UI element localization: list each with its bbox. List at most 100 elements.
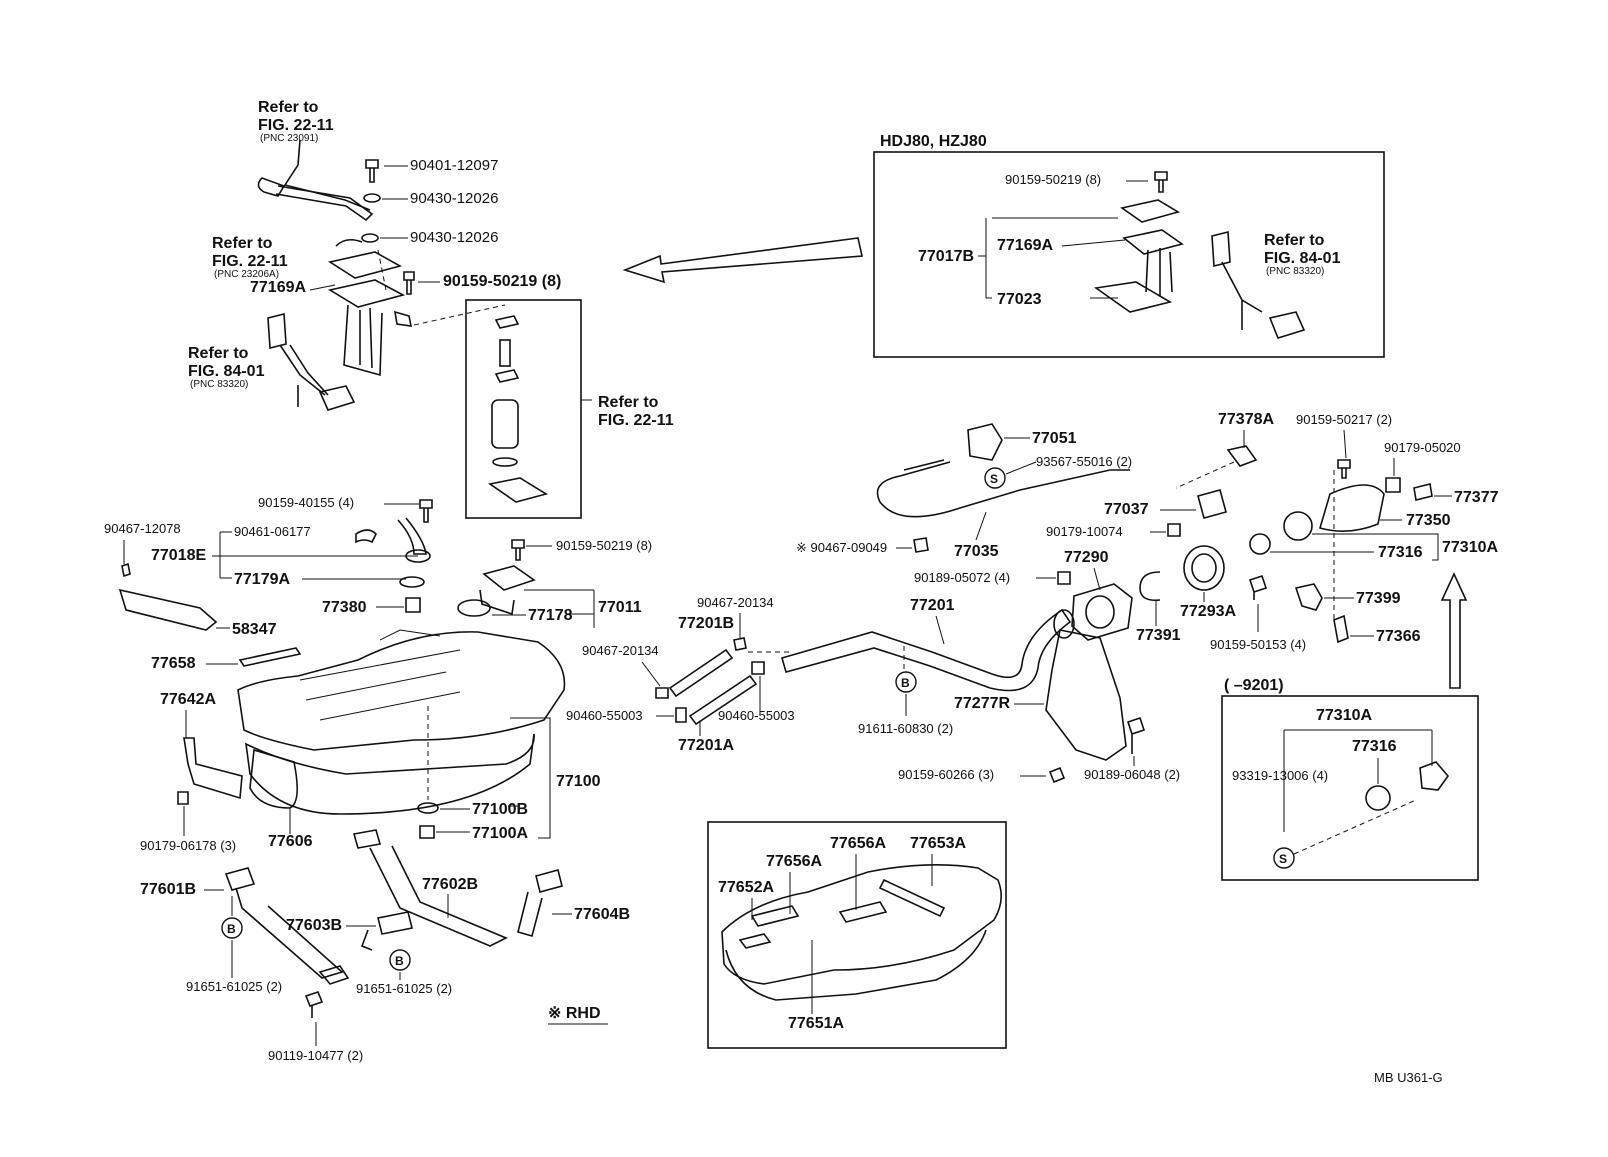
callout-b bbox=[389, 949, 411, 971]
hose bbox=[499, 339, 511, 367]
protector-58347 bbox=[118, 588, 218, 631]
connector bbox=[394, 310, 413, 327]
housing-77290 bbox=[1071, 583, 1133, 641]
hdj-tubes bbox=[1145, 248, 1173, 296]
label-93319-13006: 93319-13006 (4) bbox=[1232, 768, 1328, 783]
label-77011: 77011 bbox=[598, 599, 642, 616]
label-77178: 77178 bbox=[528, 607, 573, 624]
cap-77310A bbox=[1283, 511, 1313, 541]
label-77399: 77399 bbox=[1356, 590, 1401, 607]
refer-text: Refer to bbox=[258, 99, 319, 116]
label-77293A: 77293A bbox=[1180, 603, 1236, 620]
guide-line bbox=[377, 249, 387, 291]
protector-77642A bbox=[183, 737, 243, 800]
sender-unit bbox=[267, 312, 287, 350]
inset-hdj-title: HDJ80, HZJ80 bbox=[880, 133, 987, 150]
guide-line bbox=[1175, 461, 1235, 489]
callout-s-text: S bbox=[1279, 852, 1287, 866]
label-90189-06048: 90189-06048 (2) bbox=[1084, 767, 1180, 782]
clip-77399 bbox=[1294, 583, 1323, 611]
hose-77201A bbox=[688, 674, 758, 726]
label-77604B: 77604B bbox=[574, 906, 630, 923]
bracket-77377 bbox=[1413, 483, 1433, 501]
leader bbox=[1061, 239, 1126, 247]
inset-pads bbox=[738, 878, 946, 949]
cable-end bbox=[903, 459, 945, 471]
gasket-plate bbox=[327, 279, 406, 308]
fuel-line-pipe bbox=[283, 139, 371, 211]
guide-line bbox=[413, 304, 506, 326]
nut bbox=[1167, 523, 1181, 537]
label-hdj-77169A: 77169A bbox=[997, 237, 1053, 254]
inset-tank bbox=[721, 864, 1002, 985]
grommet bbox=[405, 549, 431, 563]
leader bbox=[309, 284, 336, 291]
label-77391: 77391 bbox=[1136, 627, 1181, 644]
hdj-bracket bbox=[1093, 281, 1173, 313]
label-77380: 77380 bbox=[322, 599, 367, 616]
cap bbox=[1419, 761, 1450, 791]
leader bbox=[1005, 461, 1037, 475]
clip bbox=[1126, 716, 1146, 754]
label-77201B: 77201B bbox=[678, 615, 734, 632]
clamp bbox=[494, 315, 520, 329]
refer-pnc: (PNC 83320) bbox=[190, 379, 248, 390]
label-90461-06177: 90461-06177 bbox=[234, 524, 311, 539]
refer-fig: FIG. 22-11 bbox=[598, 412, 674, 429]
label-77037: 77037 bbox=[1104, 501, 1149, 518]
label-58347: 58347 bbox=[232, 621, 277, 638]
clip bbox=[121, 562, 131, 578]
gasket-77100B bbox=[417, 802, 439, 814]
sender-gauge bbox=[479, 565, 536, 616]
label-77656A-b: 77656A bbox=[766, 853, 822, 870]
label-77377: 77377 bbox=[1454, 489, 1499, 506]
inset-9201-box bbox=[1221, 695, 1479, 881]
plug bbox=[405, 597, 421, 613]
direction-arrow bbox=[622, 237, 863, 284]
inset-tank-bottom bbox=[725, 929, 987, 1001]
bolt-90119 bbox=[304, 991, 324, 1018]
nut bbox=[1385, 477, 1401, 493]
gasket-77316 bbox=[1249, 533, 1271, 555]
washer bbox=[363, 193, 381, 203]
label-90467-12078: 90467-12078 bbox=[104, 521, 181, 536]
lock-77037 bbox=[1197, 489, 1227, 519]
filter bbox=[487, 477, 549, 503]
bracket-77603B bbox=[360, 911, 413, 951]
nut bbox=[177, 791, 189, 805]
callout-s bbox=[984, 467, 1006, 489]
pump-bracket bbox=[343, 304, 383, 377]
bracket-lines bbox=[985, 217, 1118, 299]
hose-clamp bbox=[355, 529, 377, 544]
refer-pnc: (PNC 23206A) bbox=[214, 269, 279, 280]
fuel-tank-top bbox=[237, 631, 566, 751]
leader bbox=[975, 511, 987, 541]
label-77658: 77658 bbox=[151, 655, 196, 672]
label-90159-50219-a: 90159-50219 (8) bbox=[443, 273, 561, 290]
pad-77658 bbox=[238, 647, 302, 667]
gasket bbox=[1365, 785, 1391, 811]
spring-77378A bbox=[1226, 445, 1258, 467]
refer-block-2: Refer to FIG. 22-11 (PNC 23206A) bbox=[212, 235, 288, 280]
clip bbox=[913, 537, 929, 553]
label-90159-60266: 90159-60266 (3) bbox=[898, 767, 994, 782]
gasket-77178 bbox=[457, 599, 491, 617]
hdj-plates bbox=[1120, 199, 1184, 255]
bracket-77366 bbox=[1333, 614, 1349, 644]
callout-b bbox=[895, 671, 917, 693]
refer-fig: FIG. 22-11 bbox=[212, 253, 288, 270]
label-90189-05072: 90189-05072 (4) bbox=[914, 570, 1010, 585]
inset-tank-box bbox=[707, 821, 1007, 1049]
refer-fig: FIG. 84-01 bbox=[188, 363, 265, 380]
label-hdj-bolt: 90159-50219 (8) bbox=[1005, 172, 1101, 187]
leader bbox=[1093, 567, 1101, 591]
label-77652A: 77652A bbox=[718, 879, 774, 896]
cushion bbox=[492, 457, 518, 467]
protector-77606 bbox=[249, 748, 298, 809]
bolt bbox=[511, 539, 525, 561]
bolt bbox=[419, 499, 433, 523]
hdj-float bbox=[1268, 311, 1306, 339]
label-77656A: 77656A bbox=[830, 835, 886, 852]
label-77606: 77606 bbox=[268, 833, 313, 850]
